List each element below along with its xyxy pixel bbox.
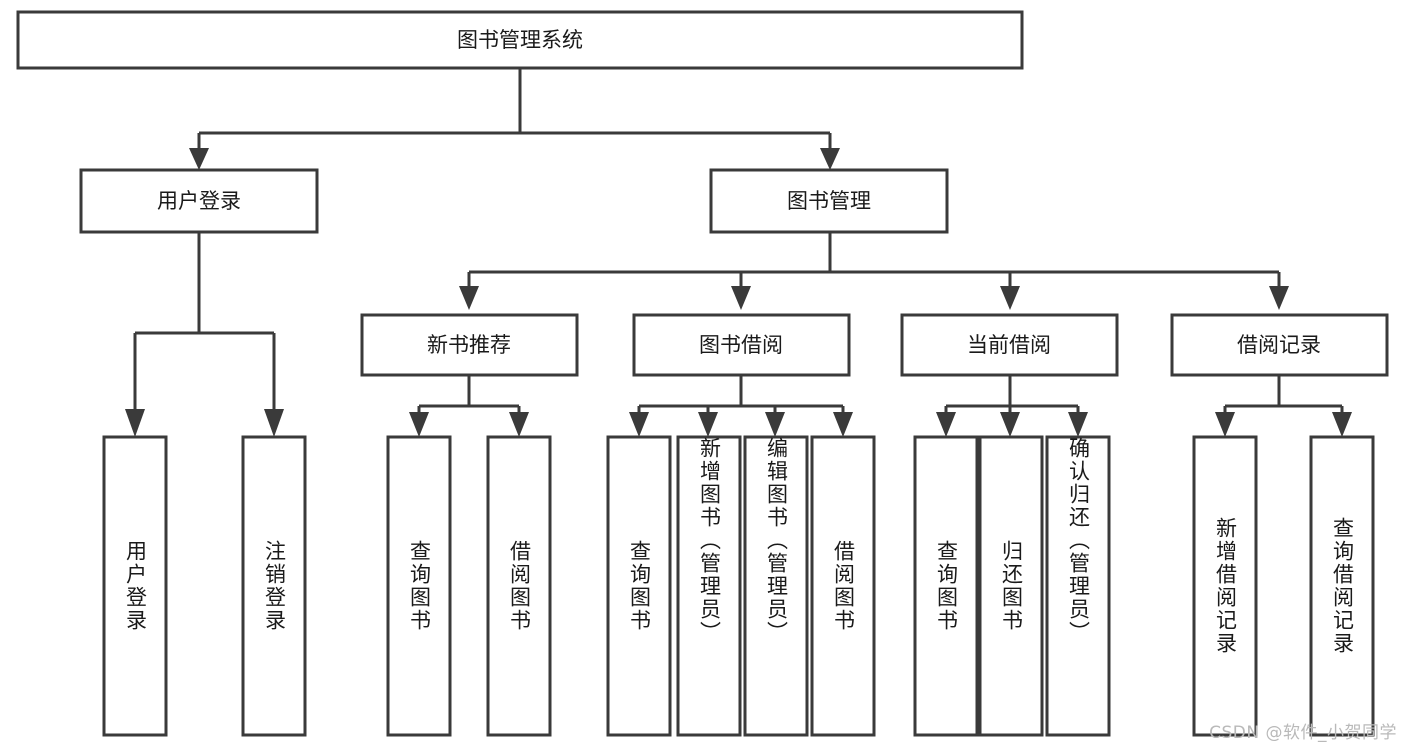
arrow-head-userlogin-leaf2 <box>264 409 284 437</box>
node-root-system-label: 图书管理系统 <box>457 28 583 52</box>
arrow-head-newbook-leaf1 <box>409 412 429 437</box>
arrow-head-borrowrecord-leaf2 <box>1332 412 1352 437</box>
node-borrow-record[interactable]: 借阅记录 <box>1170 313 1389 377</box>
arrow-head-new-book <box>459 286 479 310</box>
arrow-head-bookborrow-leaf2 <box>698 412 718 437</box>
leaf-box-book-borrow-1[interactable] <box>606 435 672 737</box>
node-user-login-box[interactable] <box>79 168 319 234</box>
leaf-box-book-borrow-4[interactable] <box>810 435 876 737</box>
arrow-head-bookborrow-leaf1 <box>629 412 649 437</box>
node-book-management-label: 图书管理 <box>787 189 871 213</box>
node-user-login-label: 用户登录 <box>157 189 241 213</box>
leaf-box-current-borrow-2[interactable] <box>978 435 1044 737</box>
connector-bookborrow-to-leaves <box>629 375 853 437</box>
node-book-borrow[interactable]: 图书借阅 <box>632 313 851 377</box>
connector-currentborrow-to-leaves <box>936 375 1088 437</box>
leaf-box-user-login-1[interactable] <box>102 435 168 737</box>
arrow-head-newbook-leaf2 <box>509 412 529 437</box>
arrow-head-bookborrow-leaf4 <box>833 412 853 437</box>
arrow-head-currentborrow-leaf2 <box>1000 412 1020 437</box>
arrow-head-borrowrecord-leaf1 <box>1215 412 1235 437</box>
arrow-head-currentborrow-leaf1 <box>936 412 956 437</box>
node-root-system-box[interactable] <box>16 10 1024 70</box>
node-book-management-box[interactable] <box>709 168 949 234</box>
arrow-head-bookborrow-leaf3 <box>765 412 785 437</box>
node-current-borrow-label: 当前借阅 <box>967 333 1051 357</box>
arrow-head-currentborrow-leaf3 <box>1068 412 1088 437</box>
leaf-box-new-book-2[interactable] <box>486 435 552 737</box>
leaf-box-new-book-1[interactable] <box>386 435 452 737</box>
leaf-box-book-borrow-2[interactable] <box>676 435 742 737</box>
leaf-box-user-login-2[interactable] <box>241 435 307 737</box>
node-book-borrow-label: 图书借阅 <box>699 333 783 357</box>
node-book-management[interactable]: 图书管理 <box>709 168 949 234</box>
csdn-watermark: CSDN @软件_小贺同学 <box>1209 723 1397 743</box>
connector-bookmgmt-to-level3 <box>459 232 1289 310</box>
connector-root-to-level2 <box>189 68 840 170</box>
arrow-head-current-borrow <box>1000 286 1020 310</box>
node-book-borrow-box[interactable] <box>632 313 851 377</box>
leaf-box-current-borrow-1[interactable] <box>913 435 979 737</box>
arrow-head-book-borrow <box>731 286 751 310</box>
leaf-box-book-borrow-3[interactable] <box>743 435 809 737</box>
arrow-head-userlogin-leaf1 <box>125 409 145 437</box>
connector-newbook-to-leaves <box>409 375 529 437</box>
leaf-box-borrow-record-1[interactable] <box>1192 435 1258 737</box>
node-current-borrow-box[interactable] <box>900 313 1119 377</box>
arrow-head-user-login <box>189 148 209 170</box>
node-borrow-record-box[interactable] <box>1170 313 1389 377</box>
node-root-system[interactable]: 图书管理系统 <box>16 10 1024 70</box>
connector-userlogin-to-leaves <box>125 232 284 437</box>
arrow-head-borrow-record <box>1269 286 1289 310</box>
leaf-box-current-borrow-3[interactable] <box>1045 435 1111 737</box>
node-current-borrow[interactable]: 当前借阅 <box>900 313 1119 377</box>
node-borrow-record-label: 借阅记录 <box>1237 333 1321 357</box>
connector-borrowrecord-to-leaves <box>1215 375 1352 437</box>
node-user-login[interactable]: 用户登录 <box>79 168 319 234</box>
leaf-box-borrow-record-2[interactable] <box>1309 435 1375 737</box>
node-new-book-recommend-label: 新书推荐 <box>427 333 511 357</box>
arrow-head-book-mgmt <box>820 148 840 170</box>
node-new-book-recommend[interactable]: 新书推荐 <box>360 313 579 377</box>
node-new-book-recommend-box[interactable] <box>360 313 579 377</box>
